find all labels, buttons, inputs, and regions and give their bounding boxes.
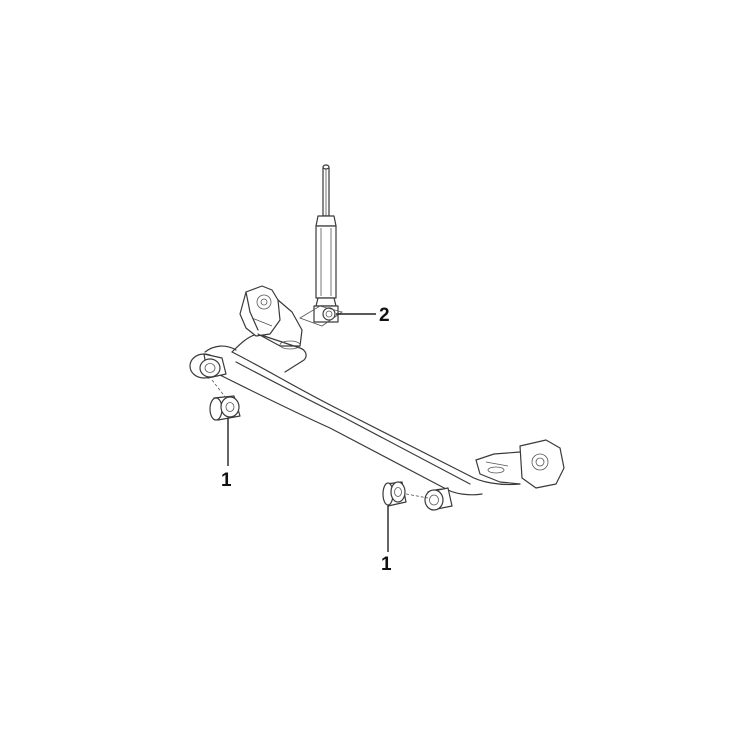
axle-beam — [201, 333, 521, 496]
right-bracket — [475, 439, 565, 489]
left-bracket — [239, 285, 303, 350]
shock-absorber — [299, 164, 343, 327]
right-bushing — [382, 481, 429, 507]
callout-label-bushing-right: 1 — [381, 554, 392, 575]
left-bushing-housing — [189, 353, 227, 379]
callout-label-bushing-left: 1 — [221, 470, 232, 491]
right-bushing-housing — [424, 487, 453, 511]
callout-label-shock-bushing: 2 — [379, 305, 390, 326]
left-bushing — [209, 379, 241, 421]
